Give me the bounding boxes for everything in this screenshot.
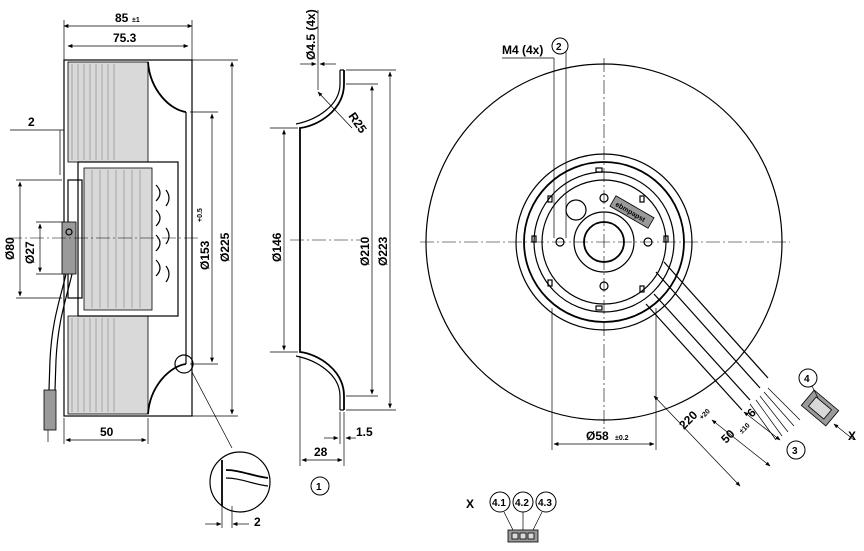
dim-85: 85 <box>115 11 129 25</box>
dim-85-tol: ±1 <box>132 17 140 24</box>
blade-hatch <box>71 64 115 412</box>
dim-28: 28 <box>314 445 328 459</box>
dim-d146: Ø146 <box>270 232 284 262</box>
dim-d4-5: Ø4.5 (4x) <box>304 9 318 60</box>
callout-3 <box>786 440 806 460</box>
callout-2 <box>551 37 569 55</box>
dim-r25: R25 <box>346 110 370 136</box>
dim-220-tol: +20 <box>698 408 711 421</box>
x-view: X 4.1 4.2 4.3 <box>466 491 557 543</box>
svg-text:4: 4 <box>804 374 810 385</box>
detail-marker <box>174 354 194 374</box>
rotor-vents <box>531 167 669 311</box>
dim-d27: Ø27 <box>23 241 37 264</box>
svg-text:4.2: 4.2 <box>515 498 529 509</box>
dim-d58: Ø58 <box>586 429 609 443</box>
dim-75-3: 75.3 <box>113 31 137 45</box>
cable-side <box>47 273 67 421</box>
dim-d225: Ø225 <box>218 232 232 262</box>
dim-d223: Ø223 <box>376 236 390 266</box>
svg-text:2: 2 <box>556 42 562 53</box>
inlet-ring-view: Ø4.5 (4x) R25 Ø146 Ø210 Ø223 28 <box>270 9 396 496</box>
callout-1 <box>310 476 330 496</box>
callout-4-3 <box>535 491 557 513</box>
shroud-curve-top <box>147 61 187 113</box>
dim-d153: Ø153 <box>198 240 212 270</box>
x-arrow-label: X <box>848 429 856 443</box>
dim-m4: M4 (4x) <box>502 43 543 57</box>
dim-50-cable: 50 <box>718 427 738 447</box>
dim-50-cable-tol: ±10 <box>738 422 751 435</box>
dim-d210: Ø210 <box>358 236 372 266</box>
dim-2-detail: 2 <box>254 515 261 529</box>
connector <box>800 389 840 427</box>
dim-50-bottom: 50 <box>100 425 114 439</box>
dim-d58-tol: ±0.2 <box>615 435 629 442</box>
callout-4 <box>798 368 818 388</box>
motor-body <box>77 161 179 317</box>
dim-d80: Ø80 <box>3 237 17 260</box>
side-view: 85 ±1 75.3 <box>3 11 271 529</box>
svg-text:4.1: 4.1 <box>492 498 506 509</box>
dim-d153-tol: +0.5 <box>197 208 204 222</box>
dim-6: 6 <box>744 405 759 420</box>
cooling-fins <box>155 184 170 283</box>
shroud-curve-bottom <box>147 363 187 415</box>
dim-2-left: 2 <box>28 115 35 129</box>
svg-text:4.3: 4.3 <box>538 498 552 509</box>
capacitor <box>565 199 587 221</box>
dim-1-5: 1.5 <box>356 425 373 439</box>
nameplate: ebmpapst <box>609 195 655 229</box>
svg-text:1: 1 <box>316 482 322 493</box>
svg-text:3: 3 <box>792 446 798 457</box>
x-view-label: X <box>466 497 474 511</box>
cable-front <box>663 261 769 379</box>
detail-view <box>209 451 271 513</box>
callout-4-1 <box>489 491 511 513</box>
front-view: ebmpapst M4 (4x) 2 Ø58 ±0.2 <box>420 37 856 487</box>
dim-220: 220 <box>676 408 700 432</box>
